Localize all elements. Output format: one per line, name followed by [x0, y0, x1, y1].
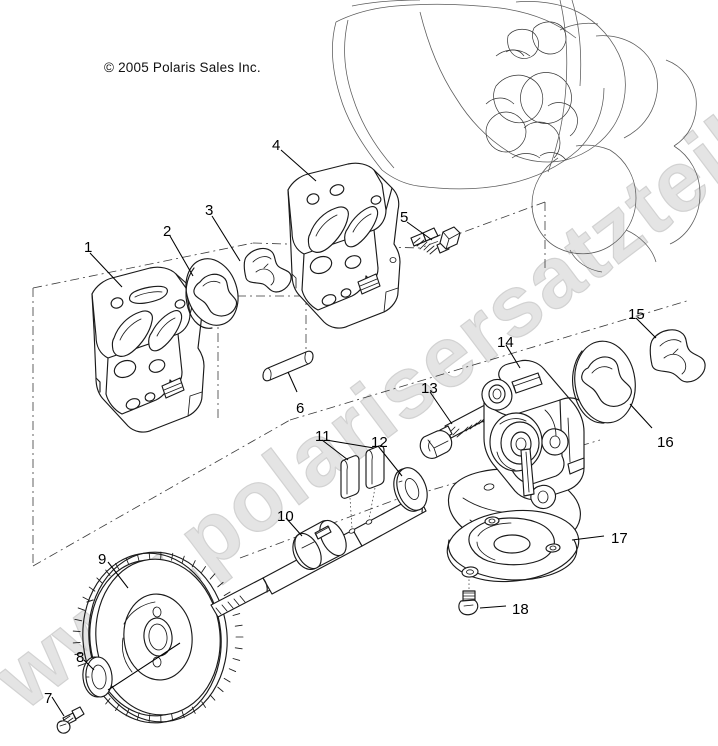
callout-10: 10 — [277, 508, 294, 525]
callout-13: 13 — [421, 380, 438, 397]
callout-1: 1 — [84, 239, 93, 256]
callout-15: 15 — [628, 306, 645, 323]
callout-11: 11 — [315, 428, 331, 445]
callout-8: 8 — [76, 649, 85, 666]
callout-2: 2 — [163, 223, 172, 240]
callout-12: 12 — [371, 434, 388, 451]
callout-4: 4 — [272, 137, 281, 154]
callout-5: 5 — [400, 209, 409, 226]
leader-lines — [51, 149, 657, 717]
part-4-pump-body-center — [287, 162, 401, 329]
callout-17: 17 — [611, 530, 628, 547]
part-7-screw-gear — [56, 706, 85, 734]
callout-7: 7 — [44, 690, 53, 707]
callout-6: 6 — [296, 400, 305, 417]
part-6-dowel-pin — [262, 350, 314, 382]
part-12-washer-thrust — [393, 467, 428, 512]
part-9-drive-gear — [72, 551, 244, 724]
copyright-notice: © 2005 Polaris Sales Inc. — [104, 60, 261, 75]
part-8-washer-gear — [82, 656, 113, 698]
callout-14: 14 — [497, 334, 514, 351]
engine-case-outline — [332, 0, 701, 273]
part-1-pump-housing-outer — [91, 266, 205, 433]
callout-3: 3 — [205, 202, 214, 219]
part-16-rotor-outer-rear — [572, 340, 636, 424]
part-17-pump-cover-plate — [446, 509, 580, 583]
part-3-rotor-inner — [243, 247, 292, 293]
callout-16: 16 — [657, 434, 674, 451]
part-11-pins — [340, 445, 385, 529]
part-2-rotor-outer — [185, 258, 239, 329]
callout-18: 18 — [512, 601, 529, 618]
part-5-screw-long — [410, 226, 461, 255]
callout-9: 9 — [98, 551, 107, 568]
part-15-rotor-inner-rear — [649, 329, 706, 383]
part-18-screw-cover — [458, 577, 479, 616]
